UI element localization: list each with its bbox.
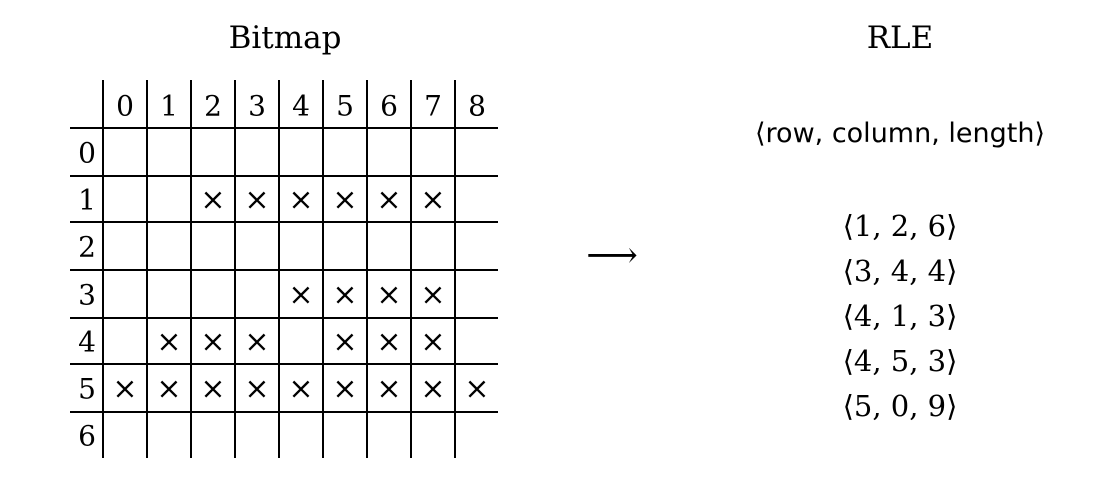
bitmap-title: Bitmap — [228, 20, 342, 56]
bitmap-mark: × — [244, 325, 269, 360]
bitmap-mark: × — [200, 183, 225, 218]
row-label: 0 — [78, 137, 96, 170]
bitmap-mark: × — [420, 372, 445, 407]
row-label: 4 — [78, 326, 96, 359]
rle-entry: ⟨5, 0, 9⟩ — [842, 389, 958, 423]
rle-entry: ⟨4, 1, 3⟩ — [842, 299, 958, 333]
column-label: 0 — [116, 90, 134, 123]
bitmap-mark: × — [332, 372, 357, 407]
bitmap-mark: × — [288, 183, 313, 218]
column-label: 4 — [292, 90, 310, 123]
bitmap-mark: × — [200, 372, 225, 407]
row-label: 5 — [78, 373, 96, 406]
row-label: 1 — [78, 184, 96, 217]
bitmap-mark: × — [112, 372, 137, 407]
column-label: 8 — [468, 90, 486, 123]
bitmap-mark: × — [200, 325, 225, 360]
column-label: 6 — [380, 90, 398, 123]
column-label: 7 — [424, 90, 442, 123]
rle-title: RLE — [866, 20, 934, 56]
bitmap-mark: × — [332, 278, 357, 313]
bitmap-mark: × — [420, 325, 445, 360]
bitmap-mark: × — [376, 372, 401, 407]
bitmap-mark: × — [464, 372, 489, 407]
bitmap-mark: × — [156, 325, 181, 360]
bitmap-mark: × — [420, 183, 445, 218]
row-label: 2 — [78, 231, 96, 264]
bitmap-mark: × — [332, 325, 357, 360]
bitmap-mark: × — [288, 278, 313, 313]
rle-tuple-header: ⟨row, column, length⟩ — [755, 118, 1045, 149]
bitmap-mark: × — [244, 183, 269, 218]
column-label: 3 — [248, 90, 266, 123]
bitmap-mark: × — [288, 372, 313, 407]
bitmap-mark: × — [244, 372, 269, 407]
row-label: 3 — [78, 279, 96, 312]
column-label: 2 — [204, 90, 222, 123]
row-label: 6 — [78, 420, 96, 453]
rle-entry: ⟨3, 4, 4⟩ — [842, 254, 958, 288]
bitmap-mark: × — [376, 278, 401, 313]
rle-entry: ⟨1, 2, 6⟩ — [842, 209, 958, 243]
bitmap-mark: × — [420, 278, 445, 313]
bitmap-mark: × — [332, 183, 357, 218]
rle-entry: ⟨4, 5, 3⟩ — [842, 344, 958, 378]
transform-arrow: ⟶ — [586, 235, 638, 276]
bitmap-mark: × — [376, 183, 401, 218]
column-label: 5 — [336, 90, 354, 123]
bitmap-mark: × — [156, 372, 181, 407]
bitmap-mark: × — [376, 325, 401, 360]
column-label: 1 — [160, 90, 178, 123]
rle-entry-list: ⟨1, 2, 6⟩ ⟨3, 4, 4⟩ ⟨4, 1, 3⟩ ⟨4, 5, 3⟩ … — [780, 204, 1020, 429]
